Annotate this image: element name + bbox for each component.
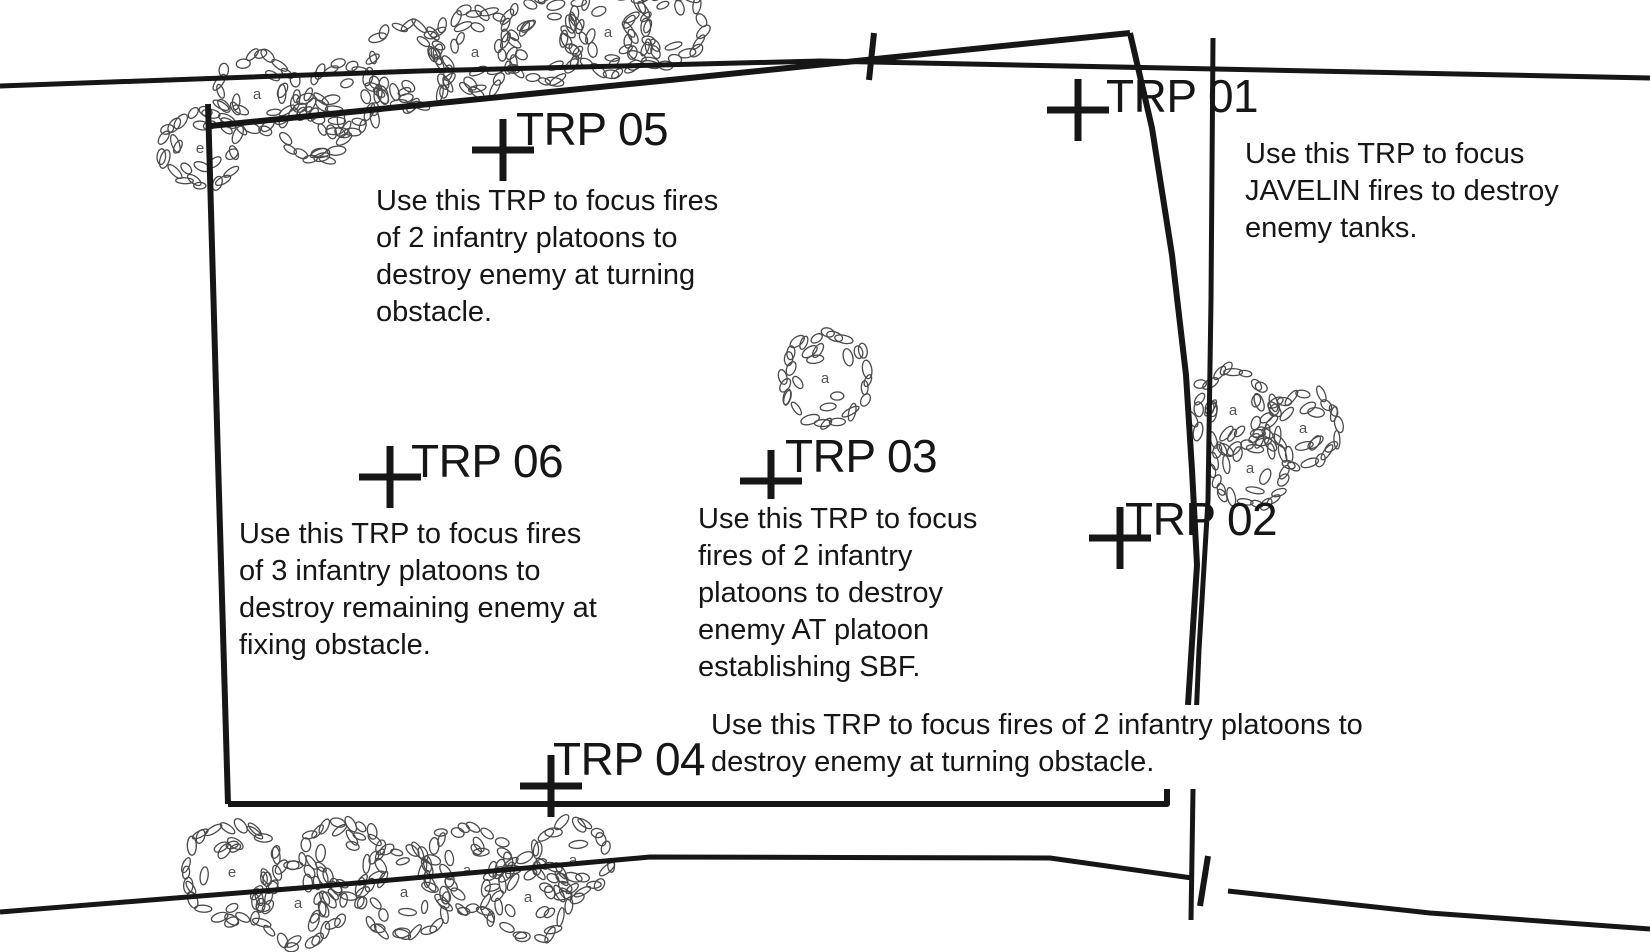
tree-symbol	[497, 0, 589, 87]
tree-letter: a	[471, 44, 480, 61]
tree-symbol: a	[530, 813, 616, 905]
tree-symbol: a	[777, 327, 873, 430]
trp-01-cross-marker	[1047, 79, 1109, 141]
tree-symbol: a	[354, 841, 455, 941]
road-tick-marks	[866, 32, 1211, 907]
trp-cross-markers	[359, 79, 1151, 817]
engagement-area-boundary	[205, 30, 1200, 807]
tree-clusters: e a a a e a a a a a a a a a	[156, 0, 1345, 952]
trp-01-label: TRP 01	[1106, 70, 1259, 122]
tree-letter: a	[1299, 420, 1308, 437]
trp-04-description: Use this TRP to focus fires of 2 infantr…	[709, 705, 1371, 789]
trp-04-cross-marker	[520, 755, 582, 817]
trp-02-label: TRP 02	[1125, 493, 1278, 545]
tree-letter: a	[400, 884, 409, 901]
trp-01-description: Use this TRP to focus JAVELIN fires to d…	[1243, 134, 1567, 255]
trp-06-description: Use this TRP to focus fires of 3 infantr…	[237, 514, 605, 672]
tree-letter: a	[1246, 460, 1255, 477]
trp-04-label: TRP 04	[553, 733, 706, 785]
trp-02-cross-marker	[1089, 507, 1151, 569]
trp-06-cross-marker	[359, 446, 421, 508]
tree-letter: a	[604, 24, 613, 41]
tree-symbol	[303, 58, 390, 139]
tree-letter: e	[196, 140, 204, 157]
trp-05-cross-marker	[472, 119, 534, 181]
trp-06-label: TRP 06	[411, 435, 564, 487]
tree-symbol: a	[417, 821, 516, 916]
tree-letter: e	[228, 864, 236, 881]
tree-letter: a	[524, 889, 533, 906]
tree-letter: a	[821, 370, 830, 387]
tree-letter: a	[1229, 402, 1238, 419]
tree-symbol	[298, 815, 388, 909]
tree-letter: a	[463, 862, 472, 879]
trp-05-label: TRP 05	[516, 103, 669, 155]
trp-05-description: Use this TRP to focus fires of 2 infantr…	[374, 181, 727, 339]
tree-symbol: e	[156, 105, 245, 191]
trp-03-label: TRP 03	[785, 430, 938, 482]
tree-symbol: a	[1259, 385, 1345, 472]
tree-symbol: a	[429, 4, 522, 99]
tree-letter: a	[294, 895, 303, 912]
roads	[0, 37, 1650, 932]
trp-03-description: Use this TRP to focus fires of 2 infantr…	[696, 499, 986, 694]
tree-letter: a	[569, 852, 578, 869]
tree-letter: a	[253, 86, 262, 103]
